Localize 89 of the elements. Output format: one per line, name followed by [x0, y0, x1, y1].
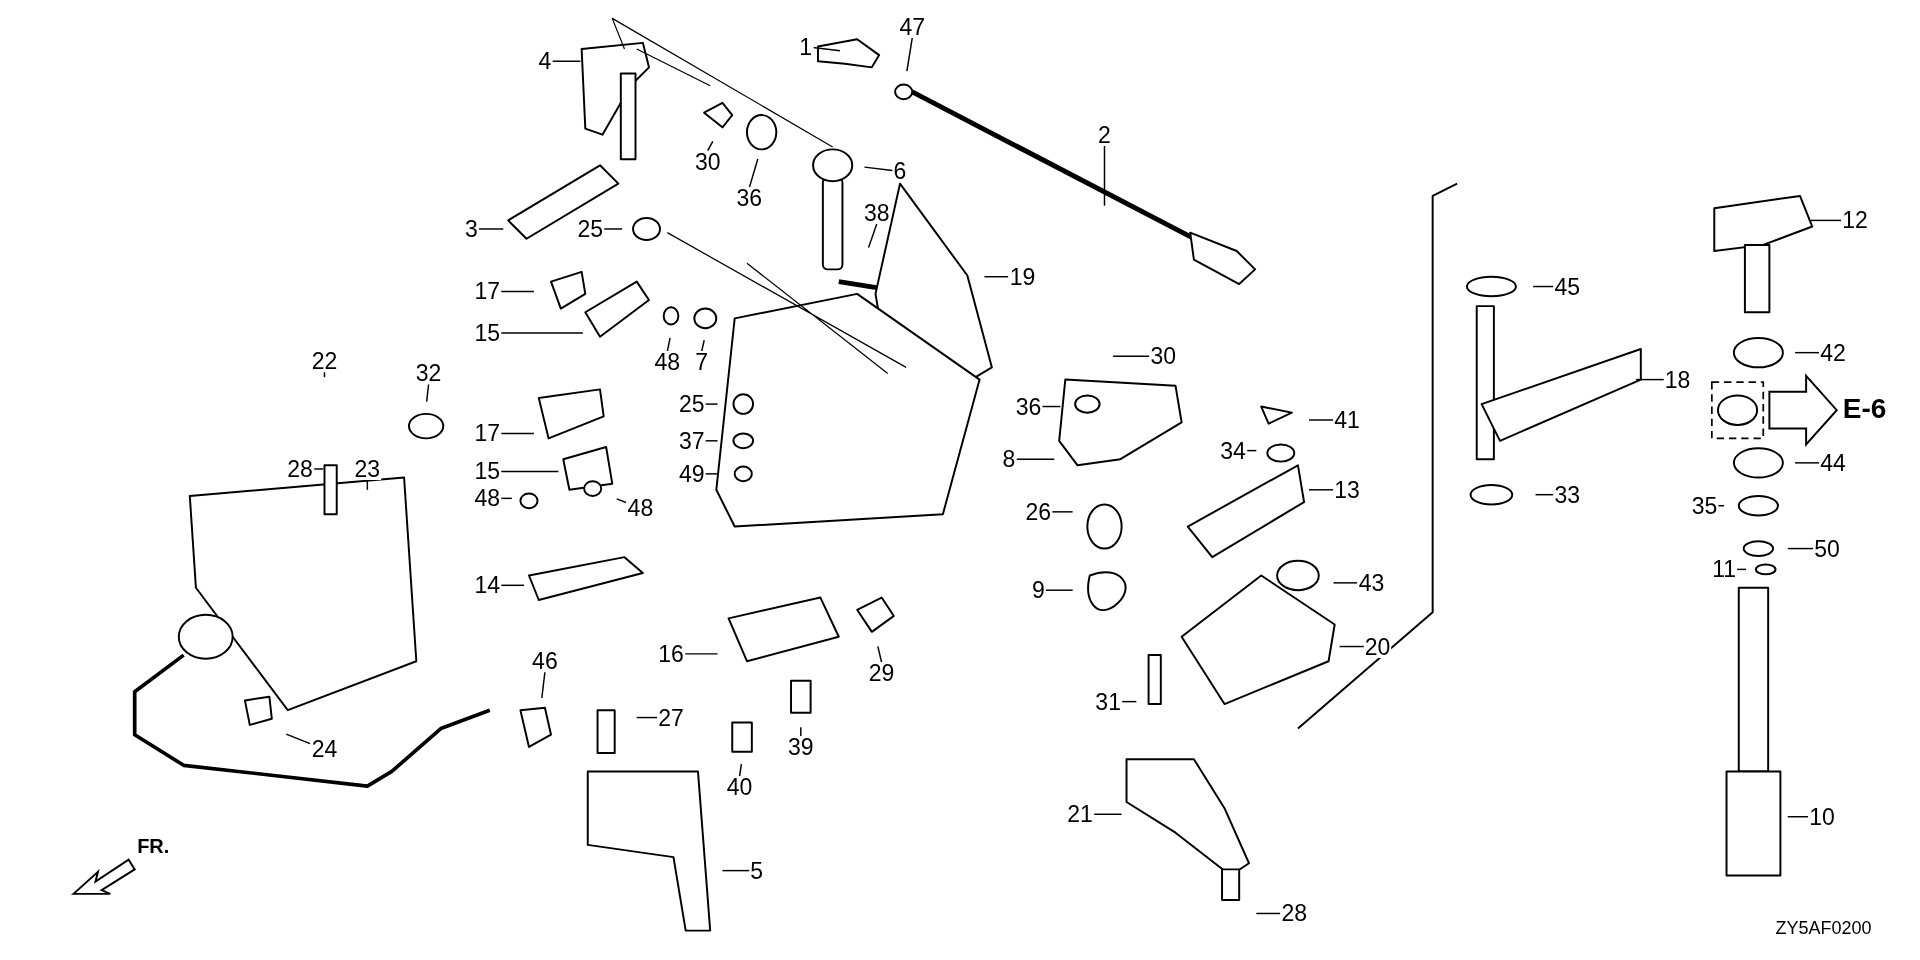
leader-line — [1255, 912, 1282, 915]
leader-line — [812, 46, 841, 52]
callout-number: 13 — [1333, 478, 1361, 501]
callout-number: 41 — [1333, 409, 1361, 431]
leader-line — [906, 37, 913, 72]
callout-number: 35 — [1690, 494, 1719, 517]
leader-line — [636, 716, 658, 719]
leader-line — [704, 403, 719, 405]
callout-number: 10 — [1808, 805, 1836, 828]
callout-number: 39 — [787, 735, 815, 758]
leader-line — [1338, 645, 1365, 648]
callout-number: 34 — [1219, 439, 1247, 462]
leader-line — [551, 60, 582, 62]
callout-number: 31 — [1094, 690, 1122, 713]
leader-line — [1112, 355, 1151, 358]
leader-line — [738, 763, 743, 778]
leader-line — [1332, 582, 1359, 584]
callout-number: 16 — [657, 642, 685, 665]
leader-line — [541, 671, 546, 699]
callout-number: 28 — [286, 457, 314, 480]
leader-line — [666, 337, 671, 353]
leader-line — [1041, 405, 1062, 408]
leader-line — [1045, 589, 1074, 591]
callout-number: 47 — [898, 15, 927, 38]
callout-number: 30 — [693, 150, 722, 173]
drawing-code: ZY5AF0200 — [1775, 918, 1872, 940]
leader-line — [867, 223, 878, 249]
leader-line — [500, 432, 535, 435]
callout-number: 3 — [464, 217, 479, 240]
leader-line — [500, 290, 535, 293]
callout-number: 38 — [862, 202, 891, 225]
callout-number: 37 — [678, 429, 706, 452]
leader-line — [1787, 816, 1809, 818]
leader-line — [721, 869, 751, 872]
callout-number: 33 — [1553, 483, 1582, 506]
leader-line — [1532, 285, 1555, 288]
leader-line — [500, 470, 560, 473]
leader-line — [704, 440, 719, 442]
leader-line — [603, 228, 623, 230]
callout-number: 25 — [576, 217, 604, 240]
edge-label: E-6 — [1842, 393, 1887, 426]
reference-arrow — [1768, 373, 1839, 448]
leader-line — [700, 339, 705, 353]
callout-number: 27 — [657, 706, 685, 729]
leader-line — [1051, 511, 1074, 513]
callout-number: 18 — [1663, 368, 1692, 391]
leader-line — [1534, 493, 1555, 496]
leader-line — [616, 498, 628, 504]
leader-line — [285, 733, 312, 745]
leader-line — [1308, 419, 1334, 421]
callout-number: 44 — [1819, 451, 1847, 474]
callout-number: 23 — [353, 457, 382, 480]
leader-line — [707, 140, 714, 152]
leader-line — [1787, 547, 1814, 550]
callout-number: 36 — [1014, 395, 1043, 418]
callout-number: 43 — [1357, 571, 1386, 594]
bearing-group-box — [1711, 381, 1765, 440]
leader-line — [684, 653, 719, 655]
callout-number: 2 — [1097, 123, 1112, 146]
leader-line — [1810, 219, 1843, 222]
leader-line — [323, 371, 326, 378]
callout-number: 45 — [1553, 275, 1582, 298]
callout-number: 50 — [1813, 537, 1841, 560]
callout-number: 1 — [798, 35, 814, 58]
leader-line — [1015, 458, 1056, 460]
leader-line — [983, 276, 1010, 278]
leader-line — [478, 228, 504, 230]
leader-line — [313, 468, 324, 470]
callout-number: 5 — [749, 859, 765, 882]
leader-line — [704, 473, 719, 475]
leader-line — [1308, 489, 1334, 491]
callout-number: 42 — [1819, 341, 1847, 364]
leader-line — [1103, 144, 1106, 207]
leader-line — [1635, 378, 1665, 381]
leader-line — [1794, 462, 1820, 464]
leader-line — [748, 158, 759, 189]
leader-line — [1794, 351, 1820, 354]
callout-number: 20 — [1363, 635, 1392, 658]
leader-line — [1093, 813, 1123, 816]
leader-line — [425, 383, 430, 403]
leader-line — [500, 584, 525, 587]
leader-line — [863, 166, 894, 172]
leader-line — [877, 645, 883, 664]
callout-number: 49 — [678, 462, 706, 485]
direction-label: FR. — [137, 835, 170, 859]
callout-number: 26 — [1024, 500, 1053, 523]
callout-number: 19 — [1008, 265, 1037, 288]
leader-line — [500, 332, 584, 334]
leader-line — [800, 726, 802, 737]
